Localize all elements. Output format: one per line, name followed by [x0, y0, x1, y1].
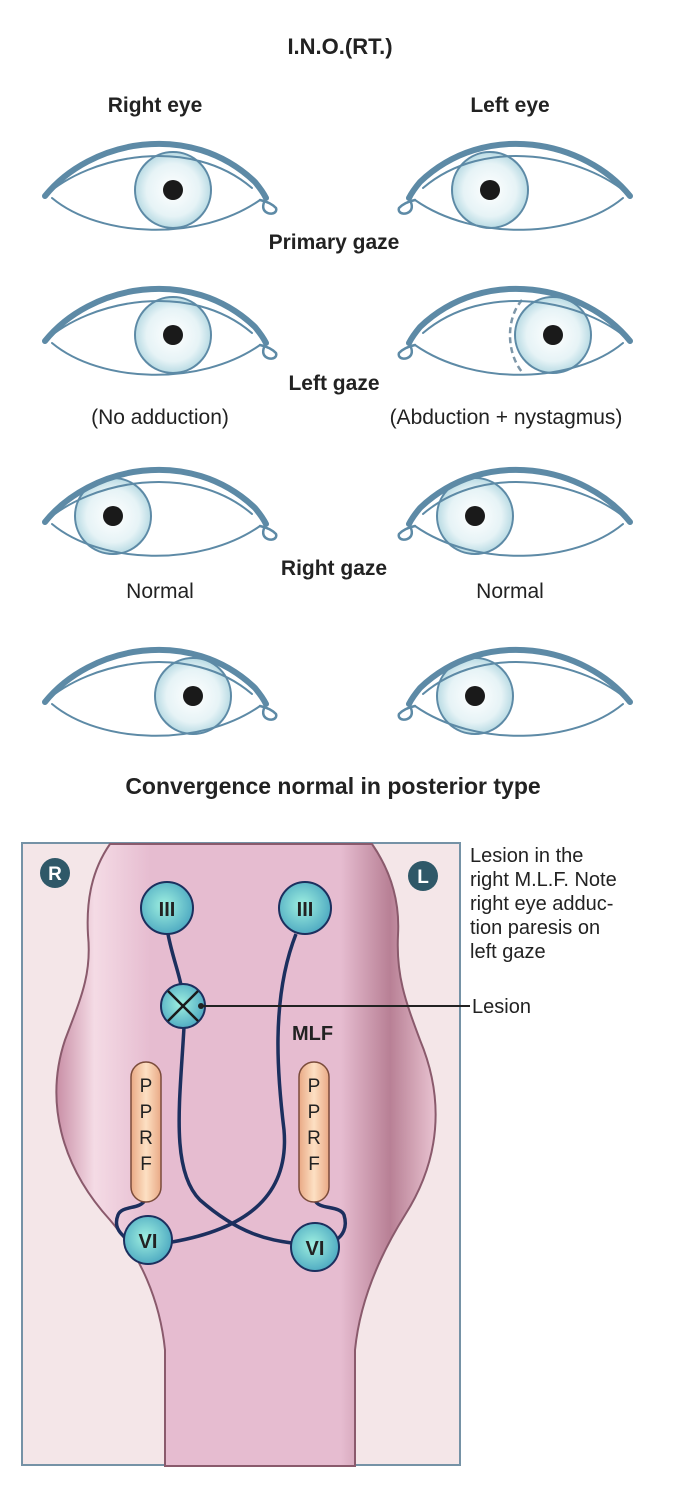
svg-text:III: III: [159, 899, 176, 921]
convergence-caption: Convergence normal in posterior type: [125, 773, 540, 799]
svg-text:P: P: [140, 1076, 153, 1097]
svg-text:F: F: [140, 1154, 152, 1175]
nucleus-iii-right: III: [140, 881, 194, 935]
pprf-left: P P R F: [298, 1061, 330, 1203]
gaze-label: Primary gaze: [269, 231, 400, 254]
brainstem-shape: [55, 843, 437, 1467]
svg-text:III: III: [297, 899, 314, 921]
side-r-badge: R: [48, 864, 62, 885]
eye-row-convergence: [45, 650, 630, 736]
left-eye: [399, 470, 630, 556]
nucleus-vi-left: VI: [290, 1222, 340, 1272]
nucleus-iii-left: III: [278, 881, 332, 935]
svg-text:right M.L.F. Note: right M.L.F. Note: [470, 869, 617, 891]
brainstem-panel: R L P P R F P P R F III: [21, 842, 470, 1467]
eye-row-primary: Primary gaze: [45, 144, 630, 254]
svg-text:P: P: [308, 1102, 321, 1123]
svg-text:P: P: [140, 1102, 153, 1123]
eye-row-right-gaze: Right gaze Normal Normal: [45, 470, 630, 603]
pupil: [163, 180, 183, 200]
left-eye-note: (Abduction + nystagmus): [390, 406, 623, 429]
gaze-label: Left gaze: [288, 372, 379, 395]
lesion-note: Lesion in the right M.L.F. Note right ey…: [470, 845, 617, 963]
pprf-right: P P R F: [130, 1061, 162, 1203]
page-title: I.N.O.(RT.): [287, 34, 392, 59]
svg-text:F: F: [308, 1154, 320, 1175]
svg-text:tion paresis on: tion paresis on: [470, 917, 600, 939]
right-eye-label: Right eye: [108, 94, 203, 117]
svg-text:left gaze: left gaze: [470, 941, 546, 963]
eye-row-left-gaze: Left gaze (No adduction) (Abduction + ny…: [45, 289, 630, 429]
lesion-label: Lesion: [472, 996, 531, 1018]
lesion-marker: [160, 983, 470, 1029]
side-l-badge: L: [417, 867, 429, 888]
left-eye: [399, 650, 630, 736]
right-eye-note: Normal: [126, 580, 194, 603]
right-eye-note: (No adduction): [91, 406, 229, 429]
gaze-label: Right gaze: [281, 557, 387, 580]
left-eye-note: Normal: [476, 580, 544, 603]
svg-text:VI: VI: [306, 1238, 325, 1260]
svg-text:P: P: [308, 1076, 321, 1097]
svg-text:right eye adduc-: right eye adduc-: [470, 893, 613, 915]
mlf-label: MLF: [292, 1023, 333, 1045]
pupil: [480, 180, 500, 200]
svg-text:VI: VI: [139, 1231, 158, 1253]
svg-text:R: R: [139, 1128, 153, 1149]
nucleus-vi-right: VI: [123, 1215, 173, 1265]
left-eye-label: Left eye: [470, 94, 549, 117]
svg-text:R: R: [307, 1128, 321, 1149]
mlf-pathways: [114, 933, 348, 1245]
svg-text:Lesion in the: Lesion in the: [470, 845, 583, 867]
